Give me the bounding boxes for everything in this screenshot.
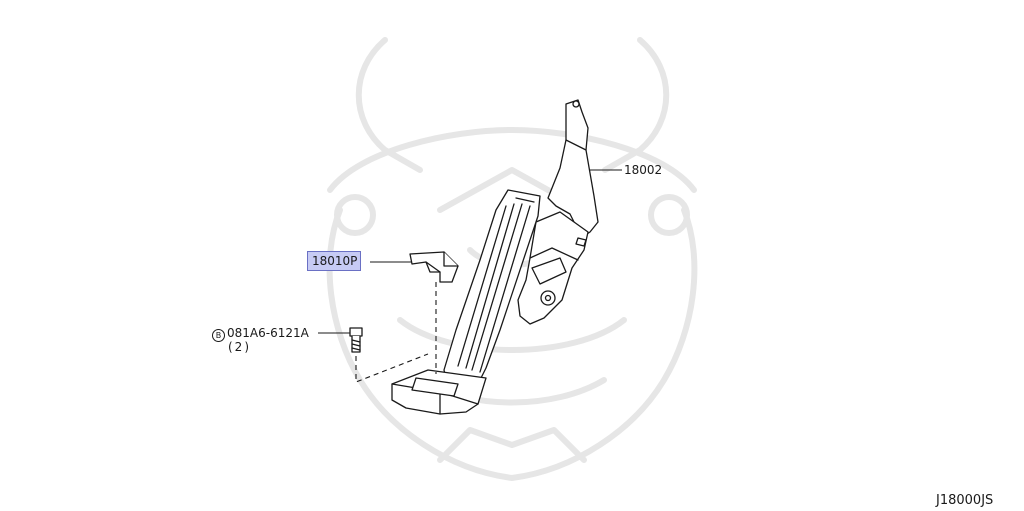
callout-18010p[interactable]: 18010P xyxy=(307,251,362,271)
accelerator-pedal-assembly xyxy=(349,99,599,415)
bolt-symbol-icon: B xyxy=(212,329,225,342)
bolt-part-number: 081A6-6121A xyxy=(227,326,309,340)
installation-dashes xyxy=(355,282,437,383)
bolt-quantity: (2) xyxy=(228,340,251,354)
callout-18002: 18002 xyxy=(624,163,663,177)
leader-lines xyxy=(318,169,622,334)
drawing-code: J18000JS xyxy=(936,493,994,508)
